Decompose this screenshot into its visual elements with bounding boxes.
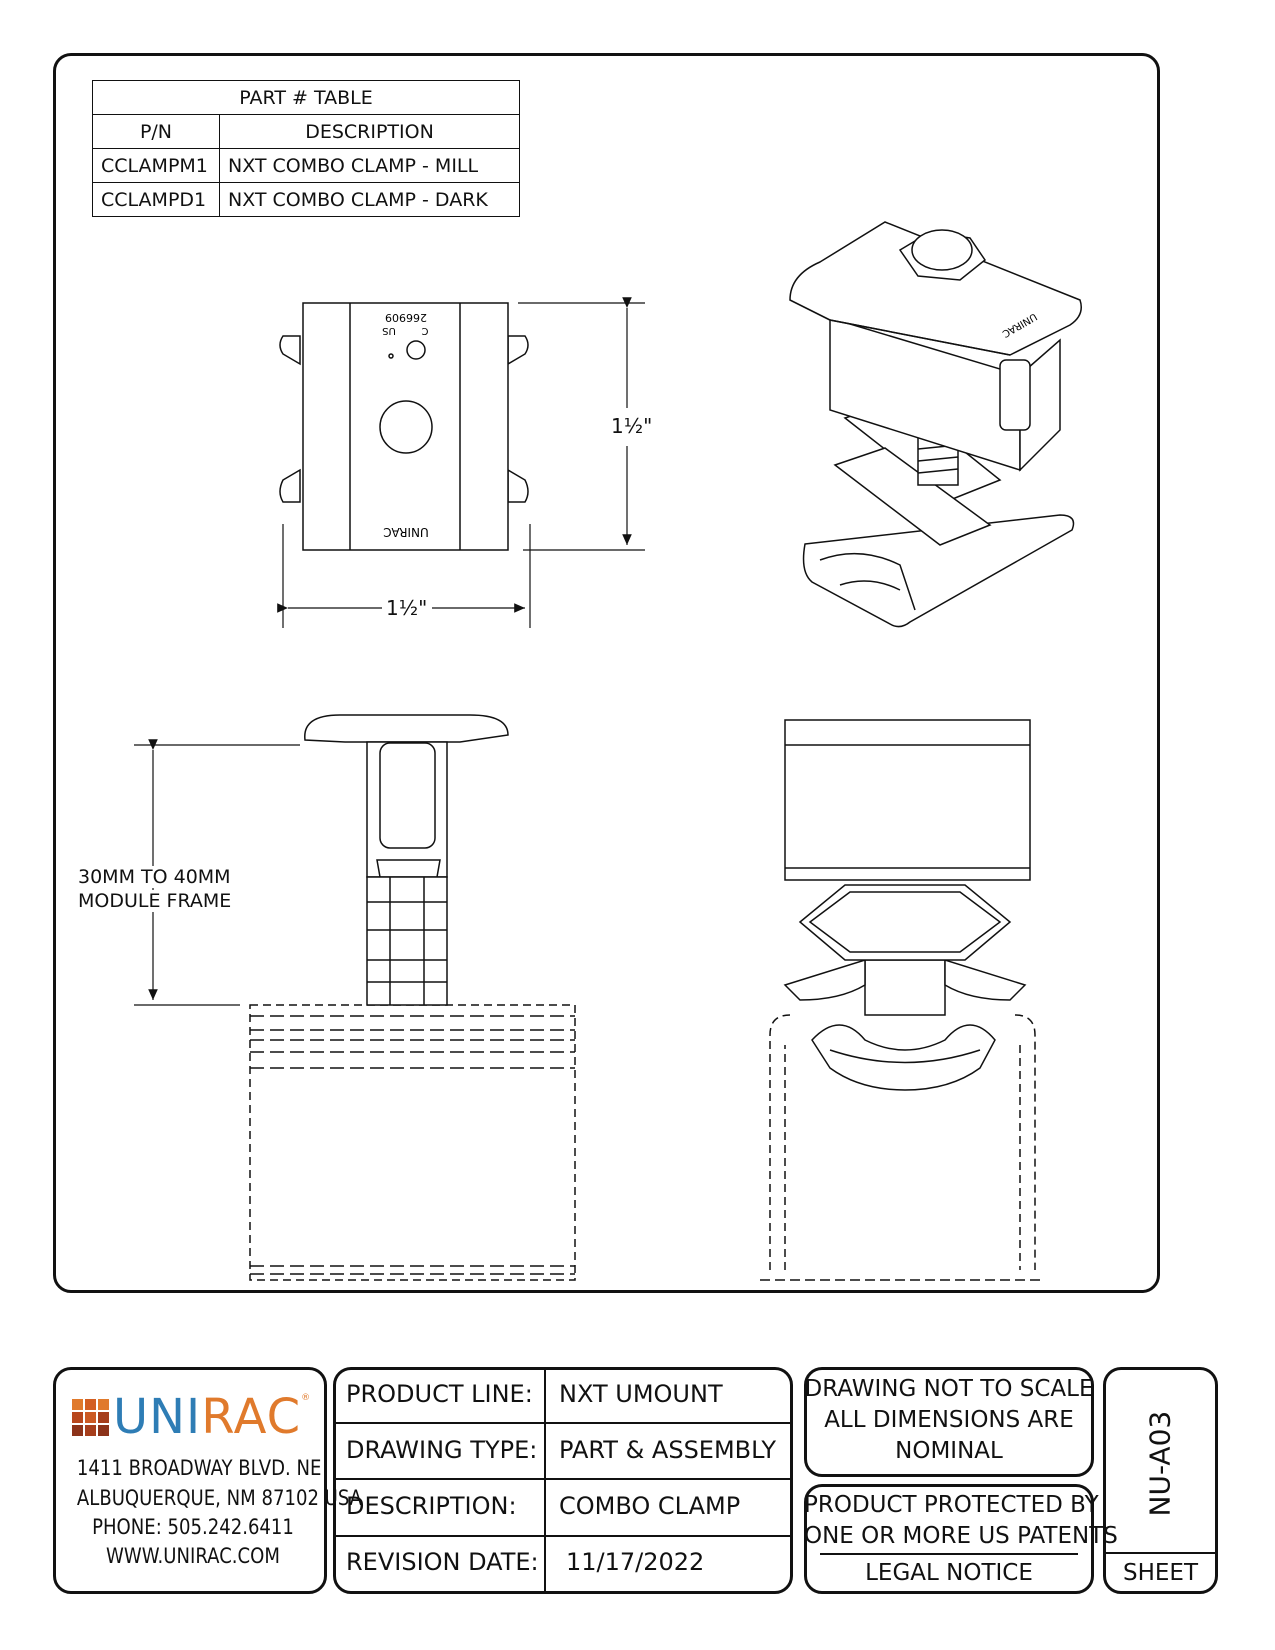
product-line-value: NXT UMOUNT xyxy=(559,1380,723,1408)
patent-divider xyxy=(820,1553,1078,1555)
logo-text-uni: UNI xyxy=(113,1389,202,1445)
scale-note-line3: NOMINAL xyxy=(895,1438,1003,1464)
top-view-brand-marking: UNIRAC xyxy=(383,525,429,539)
top-view-cert-number: 266909 xyxy=(385,311,427,324)
top-view-cert-us: US xyxy=(382,325,396,336)
part-description-cell: NXT COMBO CLAMP - DARK xyxy=(219,182,520,217)
company-address-line1: 1411 BROADWAY BLVD. NE xyxy=(76,1456,322,1480)
isometric-view xyxy=(789,221,1082,628)
company-website: WWW.UNIRAC.COM xyxy=(106,1544,280,1568)
top-view-cert-c: C xyxy=(421,325,428,336)
height-dimension-label: 1½" xyxy=(611,414,653,438)
legal-notice: LEGAL NOTICE xyxy=(865,1560,1033,1586)
part-table-header-description: DESCRIPTION xyxy=(219,114,520,149)
drawing-type-label: DRAWING TYPE: xyxy=(346,1436,538,1464)
field-divider xyxy=(336,1422,790,1424)
description-label: DESCRIPTION: xyxy=(346,1492,517,1520)
patent-note-line1: PRODUCT PROTECTED BY xyxy=(804,1492,1099,1518)
patent-note-box xyxy=(804,1484,1094,1594)
sheet-label: SHEET xyxy=(1122,1560,1198,1586)
sheet-box xyxy=(1103,1367,1218,1594)
registered-mark: ® xyxy=(301,1393,311,1403)
sheet-number: NU-A03 xyxy=(1143,1410,1177,1517)
drawing-frame xyxy=(53,53,1160,1293)
drawing-info-box xyxy=(333,1367,793,1594)
revision-date-value: 11/17/2022 xyxy=(566,1548,705,1576)
logo-text-rac: RAC xyxy=(201,1389,302,1445)
unirac-logo: UNI RAC ® xyxy=(72,1393,310,1441)
part-number-table: PART # TABLE P/N DESCRIPTION CCLAMPM1 NX… xyxy=(92,80,520,217)
scale-note-line2: ALL DIMENSIONS ARE xyxy=(824,1407,1074,1433)
field-divider xyxy=(544,1369,546,1592)
company-phone: PHONE: 505.242.6411 xyxy=(92,1515,294,1539)
company-address-line2: ALBUQUERQUE, NM 87102 USA xyxy=(76,1486,363,1510)
description-value: COMBO CLAMP xyxy=(559,1492,741,1520)
top-view-dimensions xyxy=(277,297,645,628)
width-dimension-label: 1½" xyxy=(386,596,428,620)
patent-note-line2: ONE OR MORE US PATENTS xyxy=(804,1523,1118,1549)
part-table-header-pn: P/N xyxy=(92,114,220,149)
side-view xyxy=(249,714,576,1281)
scale-note-box xyxy=(804,1367,1094,1477)
product-line-label: PRODUCT LINE: xyxy=(346,1380,533,1408)
revision-date-label: REVISION DATE: xyxy=(346,1548,539,1576)
field-divider xyxy=(336,1478,790,1480)
front-view xyxy=(760,719,1045,1281)
table-row: CCLAMPD1 NXT COMBO CLAMP - DARK xyxy=(92,182,520,217)
sheet-divider xyxy=(1106,1552,1215,1554)
company-box xyxy=(53,1367,327,1594)
top-view xyxy=(279,302,529,551)
field-divider xyxy=(336,1535,790,1537)
part-number-cell: CCLAMPD1 xyxy=(92,182,220,217)
part-number-cell: CCLAMPM1 xyxy=(92,148,220,183)
logo-grid-icon xyxy=(72,1398,109,1436)
frame-range-line2: MODULE FRAME xyxy=(78,890,232,912)
scale-note-line1: DRAWING NOT TO SCALE xyxy=(804,1376,1094,1402)
drawing-type-value: PART & ASSEMBLY xyxy=(559,1436,776,1464)
frame-range-line1: 30MM TO 40MM xyxy=(78,866,231,888)
